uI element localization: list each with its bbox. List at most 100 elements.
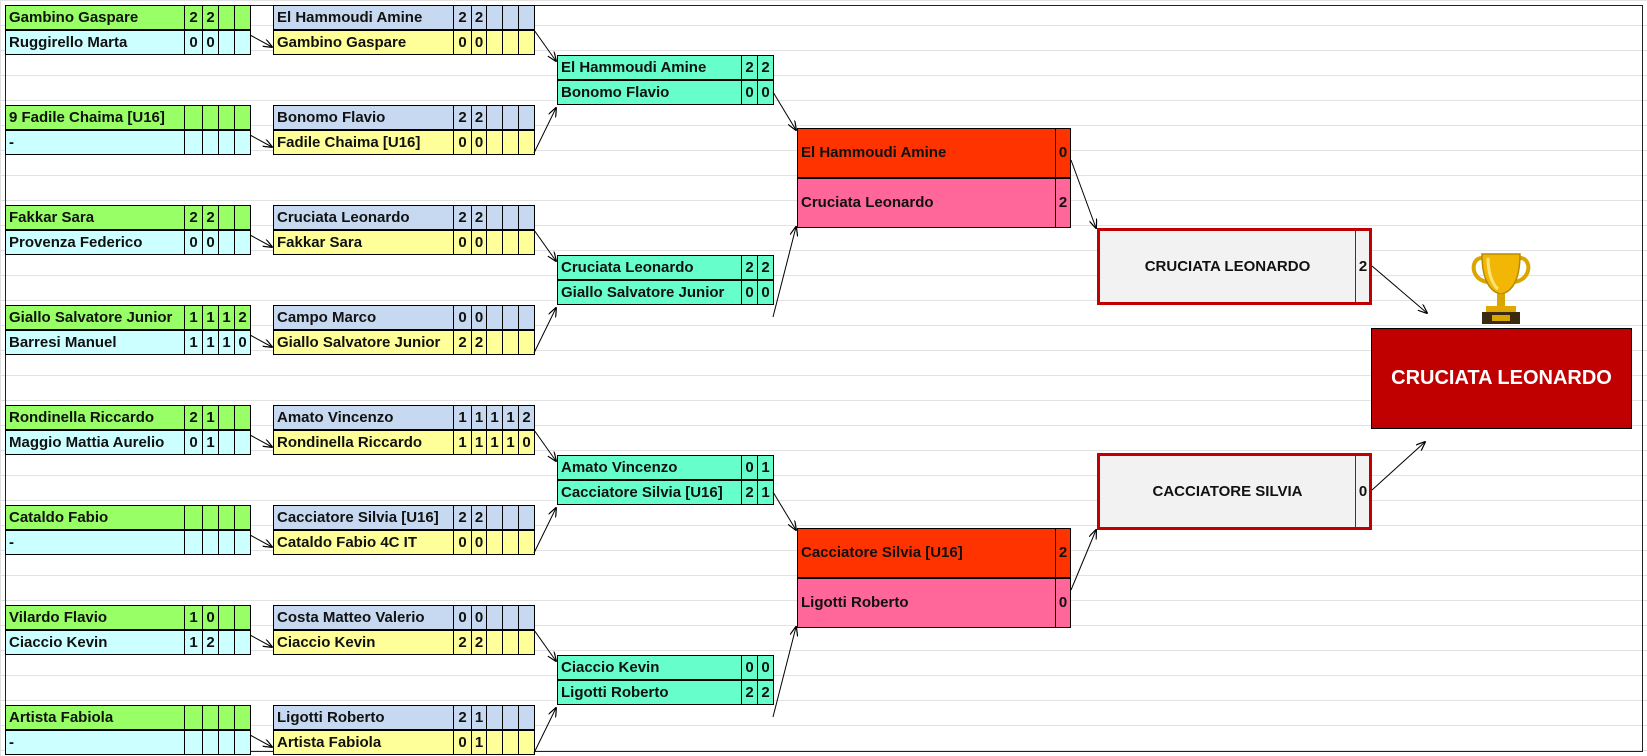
- set-score: 2: [234, 305, 251, 330]
- set-score: [518, 30, 535, 55]
- player-name: Artista Fabiola: [5, 705, 185, 730]
- set-score: [234, 705, 251, 730]
- player-name: Giallo Salvatore Junior: [557, 280, 742, 305]
- player-name: Ligotti Roberto: [273, 705, 454, 730]
- match-score: 2: [1055, 178, 1071, 228]
- set-score: 0: [453, 30, 472, 55]
- match-score: 2: [1055, 528, 1071, 578]
- player-name: Rondinella Riccardo: [5, 405, 185, 430]
- player-name: -: [5, 130, 185, 155]
- set-score: 2: [453, 630, 472, 655]
- player-name: 9 Fadile Chaima [U16]: [5, 105, 185, 130]
- player-name: Fakkar Sara: [273, 230, 454, 255]
- set-score: [518, 330, 535, 355]
- set-score: [518, 730, 535, 755]
- bracket-arrow: [772, 227, 796, 318]
- player-name: Artista Fabiola: [273, 730, 454, 755]
- bracket-arrow: [249, 34, 272, 47]
- player-name: Cataldo Fabio 4C IT: [273, 530, 454, 555]
- finalist-score: 0: [1355, 456, 1369, 527]
- player-name: Campo Marco: [273, 305, 454, 330]
- bracket-arrow: [1070, 530, 1096, 591]
- player-name: Ruggirello Marta: [5, 30, 185, 55]
- set-score: [234, 30, 251, 55]
- player-name: Gambino Gaspare: [5, 5, 185, 30]
- set-score: [234, 430, 251, 455]
- set-score: [234, 605, 251, 630]
- set-score: 0: [518, 430, 535, 455]
- bracket-arrow: [249, 134, 272, 147]
- finalist-name: CACCIATORE SILVIA: [1152, 483, 1303, 500]
- bracket-arrow: [533, 508, 556, 554]
- set-score: [234, 530, 251, 555]
- bracket-arrow: [772, 91, 796, 130]
- set-score: [234, 105, 251, 130]
- set-score: [234, 730, 251, 755]
- set-score: 2: [757, 255, 774, 280]
- set-score: 2: [453, 205, 472, 230]
- set-score: [518, 630, 535, 655]
- player-name: Ciaccio Kevin: [5, 630, 185, 655]
- champion-name: CRUCIATA LEONARDO: [1391, 367, 1612, 389]
- player-name: Provenza Federico: [5, 230, 185, 255]
- set-score: 0: [453, 730, 472, 755]
- champion-box: CRUCIATA LEONARDO: [1371, 328, 1632, 429]
- set-score: 0: [184, 430, 203, 455]
- set-score: 1: [757, 455, 774, 480]
- bracket-arrow: [1371, 442, 1425, 491]
- set-score: [518, 605, 535, 630]
- set-score: 0: [757, 655, 774, 680]
- player-name: Amato Vincenzo: [273, 405, 454, 430]
- set-score: 1: [202, 305, 219, 330]
- bracket-frame: [5, 5, 1643, 752]
- bracket-arrow: [249, 634, 272, 647]
- bracket-arrow: [533, 108, 556, 154]
- player-name: El Hammoudi Amine: [797, 128, 1056, 178]
- match-score: 0: [1055, 578, 1071, 628]
- bracket-arrow: [772, 627, 796, 718]
- bracket-arrow: [533, 308, 556, 354]
- player-name: Costa Matteo Valerio: [273, 605, 454, 630]
- set-score: [234, 130, 251, 155]
- player-name: -: [5, 730, 185, 755]
- bracket-arrow: [533, 429, 556, 461]
- player-name: Ciaccio Kevin: [273, 630, 454, 655]
- set-score: 2: [518, 405, 535, 430]
- player-name: Ligotti Roberto: [557, 680, 742, 705]
- bracket-arrow: [249, 734, 272, 747]
- player-name: Ligotti Roberto: [797, 578, 1056, 628]
- set-score: [234, 405, 251, 430]
- set-score: 1: [486, 405, 503, 430]
- set-score: [518, 230, 535, 255]
- bracket-arrow: [533, 708, 556, 754]
- bracket-arrow: [1070, 159, 1096, 228]
- player-name: Cruciata Leonardo: [557, 255, 742, 280]
- finalist-score: 2: [1355, 231, 1369, 302]
- set-score: [234, 230, 251, 255]
- set-score: [518, 530, 535, 555]
- set-score: [518, 305, 535, 330]
- set-score: 2: [471, 330, 487, 355]
- bracket-arrow: [533, 29, 556, 61]
- bracket-arrow: [533, 629, 556, 661]
- player-name: Giallo Salvatore Junior: [5, 305, 185, 330]
- player-name: Bonomo Flavio: [557, 80, 742, 105]
- set-score: 0: [234, 330, 251, 355]
- match-score: 0: [1055, 128, 1071, 178]
- bracket-arrow: [249, 534, 272, 547]
- set-score: [518, 5, 535, 30]
- player-name: Barresi Manuel: [5, 330, 185, 355]
- bracket-arrow: [1371, 265, 1427, 313]
- player-name: El Hammoudi Amine: [557, 55, 742, 80]
- player-name: Giallo Salvatore Junior: [273, 330, 454, 355]
- player-name: Cataldo Fabio: [5, 505, 185, 530]
- finalist-box: CACCIATORE SILVIA 0: [1097, 453, 1372, 530]
- player-name: Cacciatore Silvia [U16]: [797, 528, 1056, 578]
- set-score: [518, 205, 535, 230]
- set-score: [518, 705, 535, 730]
- player-name: Bonomo Flavio: [273, 105, 454, 130]
- bracket-arrow: [772, 491, 796, 530]
- set-score: [518, 105, 535, 130]
- player-name: Fakkar Sara: [5, 205, 185, 230]
